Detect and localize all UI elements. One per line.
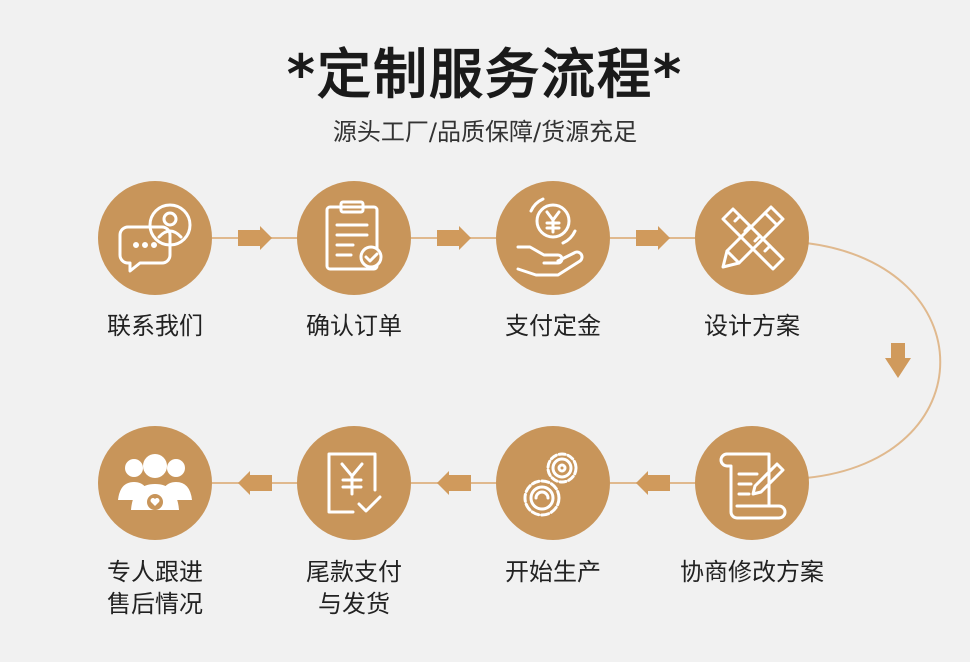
step-confirm-order-node (297, 181, 411, 295)
step-production-label: 开始生产 (505, 558, 601, 586)
step-aftersales-label-line1: 专人跟进 (107, 558, 203, 586)
pencil-ruler-icon (721, 205, 785, 271)
yen-document-check-icon (327, 452, 382, 514)
step-revise-label: 协商修改方案 (680, 558, 824, 586)
arrow-down (885, 343, 911, 378)
step-production-node (496, 426, 610, 540)
step-deposit-node (496, 181, 610, 295)
page-subtitle: 源头工厂/品质保障/货源充足 (332, 118, 638, 146)
step-aftersales-label-line2: 售后情况 (107, 590, 203, 618)
arrow-left-1 (636, 471, 670, 495)
clipboard-check-icon (325, 200, 383, 271)
arrow-left-2 (437, 471, 471, 495)
hand-yen-coin-icon (516, 197, 584, 277)
group-heart-icon (118, 454, 192, 510)
arrow-right-1 (238, 226, 272, 250)
step-final-payment-node (297, 426, 411, 540)
arrow-left-3 (238, 471, 272, 495)
step-contact-node (98, 181, 212, 295)
page-title: *定制服务流程* (286, 43, 684, 106)
step-aftersales-node (98, 426, 212, 540)
step-revise-node (695, 426, 809, 540)
scroll-pen-icon (719, 452, 787, 520)
step-final-payment-label-line1: 尾款支付 (306, 558, 402, 586)
step-contact-label: 联系我们 (107, 312, 203, 340)
arrow-right-3 (636, 226, 670, 250)
step-deposit-label: 支付定金 (505, 312, 601, 340)
step-design-node (695, 181, 809, 295)
gears-icon (523, 452, 578, 517)
chat-bubbles-user-icon (118, 203, 192, 273)
step-confirm-order-label: 确认订单 (306, 312, 402, 340)
step-aftersales-label: 专人跟进 售后情况 (55, 556, 255, 620)
step-final-payment-label-line2: 与发货 (318, 590, 390, 618)
step-final-payment-label: 尾款支付 与发货 (254, 556, 454, 620)
arrow-right-2 (437, 226, 471, 250)
step-design-label: 设计方案 (704, 312, 800, 340)
